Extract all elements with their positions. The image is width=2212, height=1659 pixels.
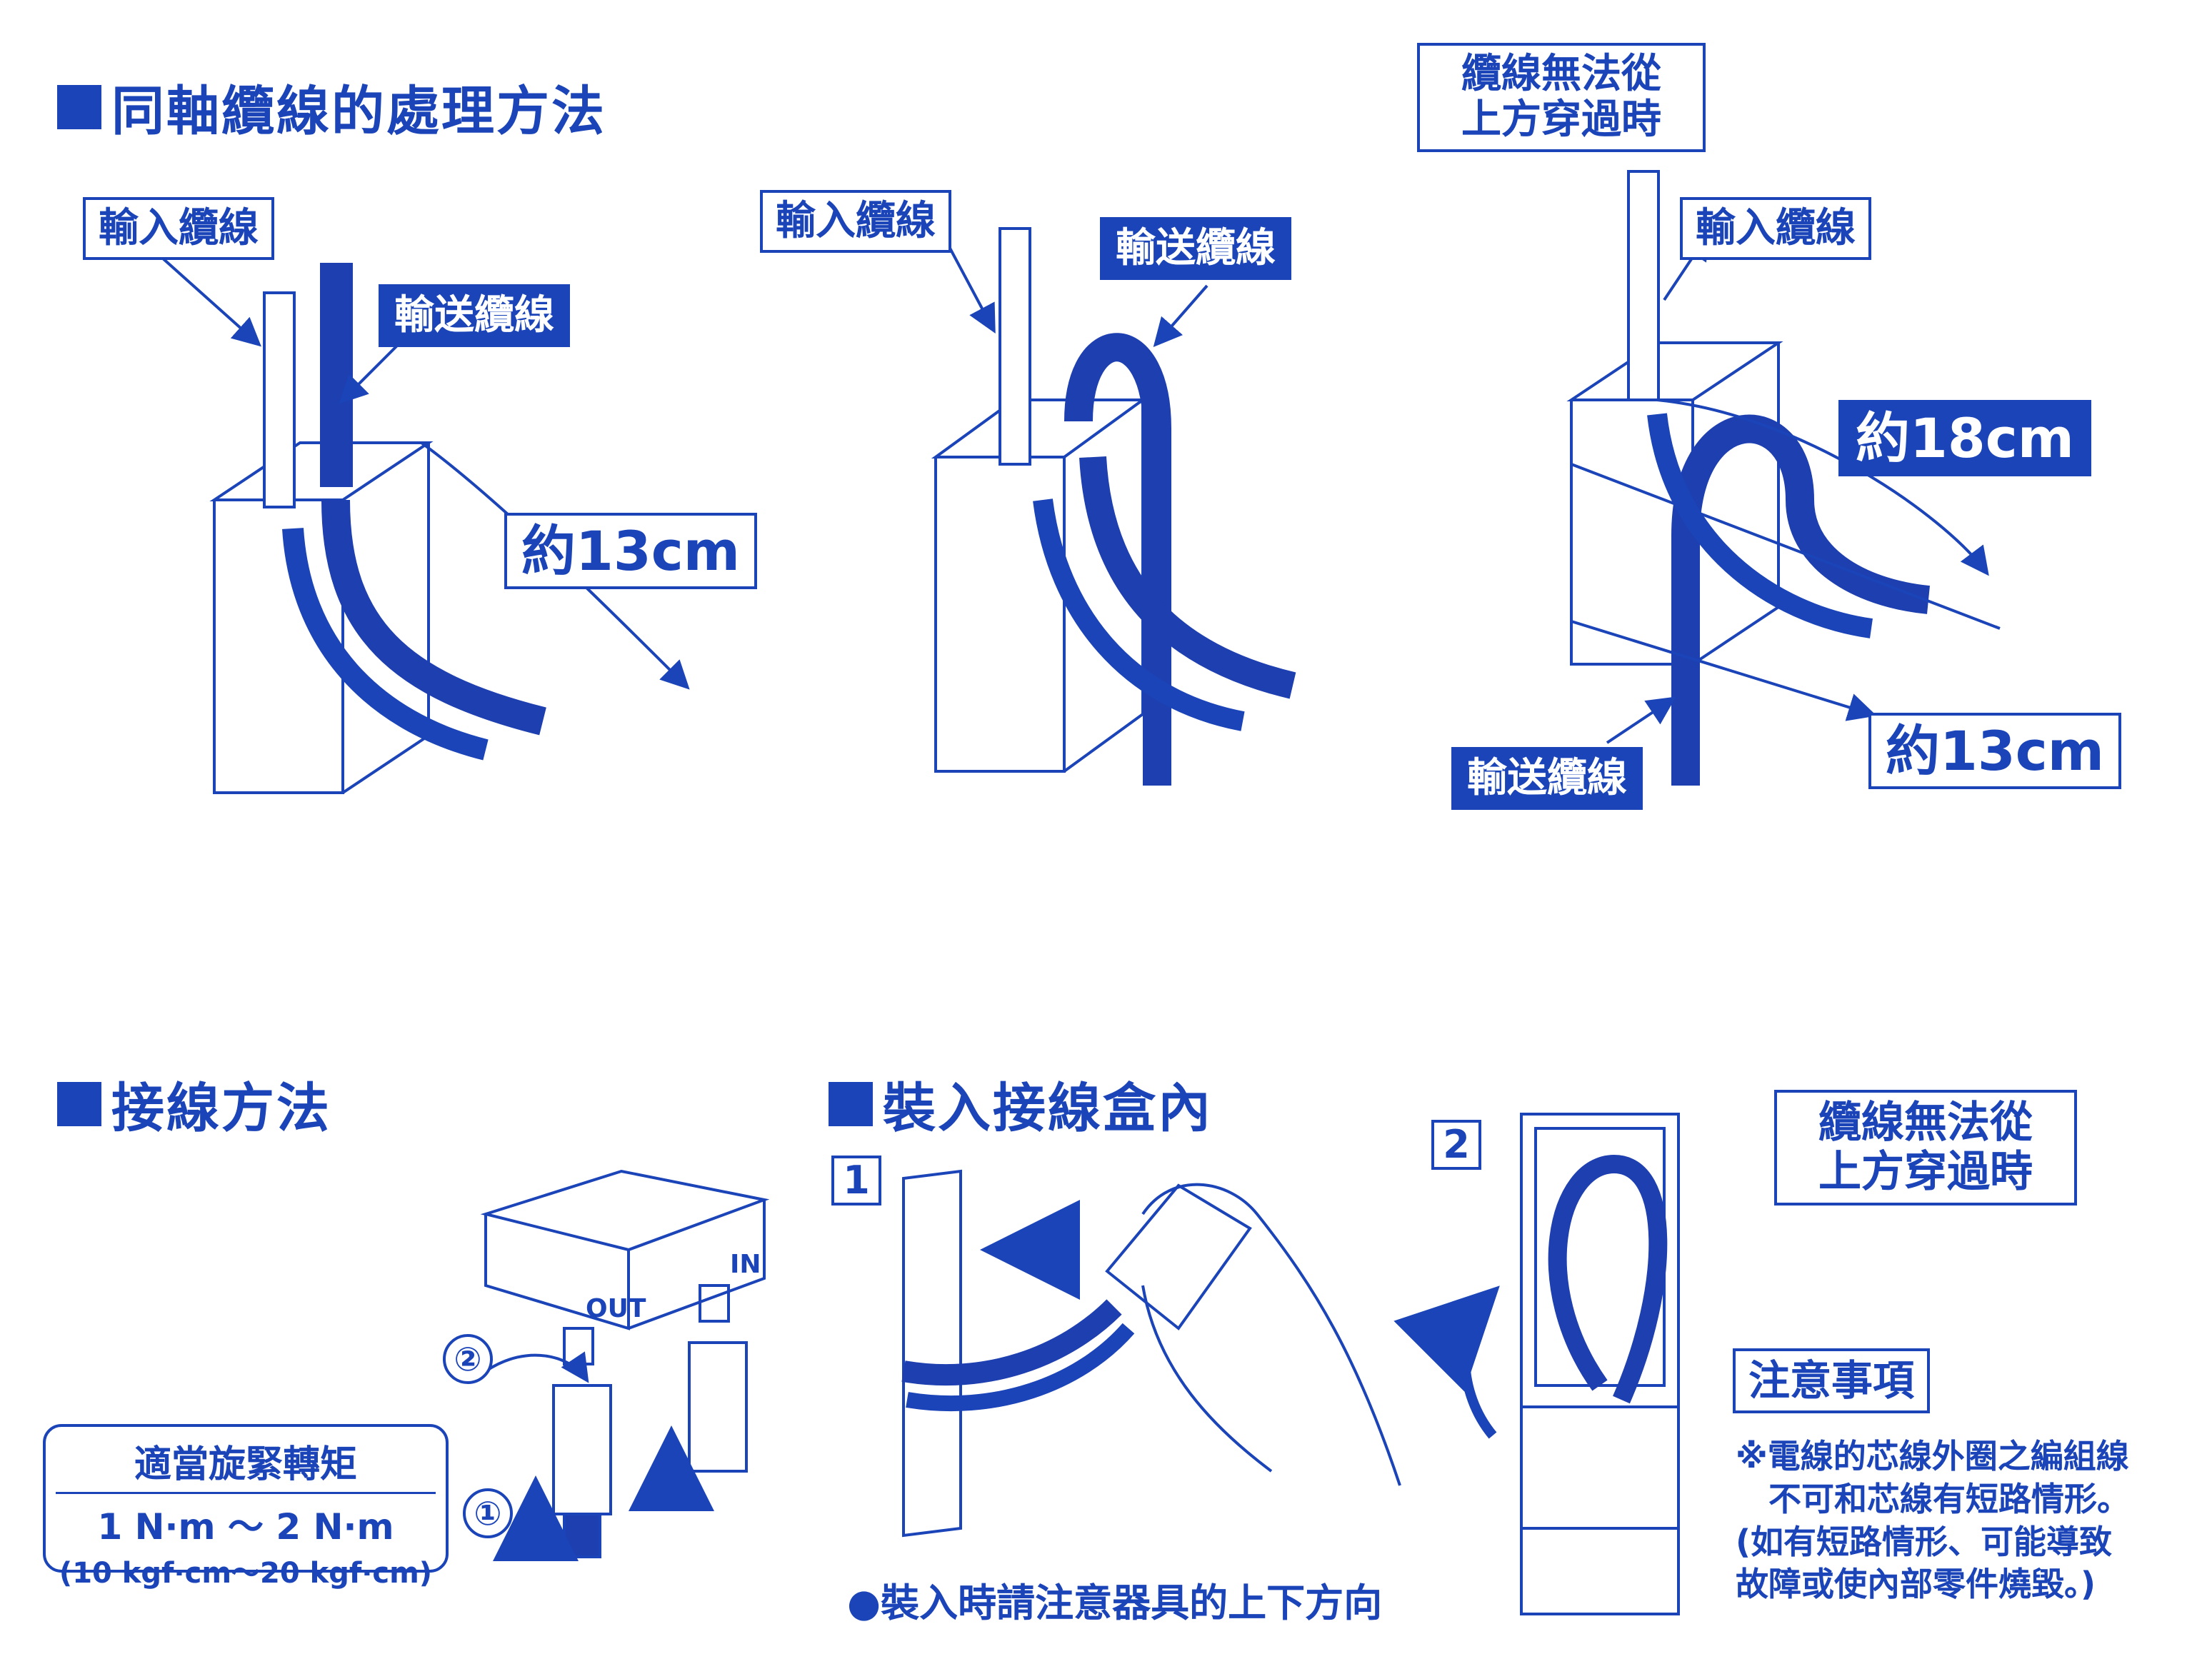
fig3-drawing	[1566, 170, 2001, 786]
fig3-length-label: 約13cm	[1868, 713, 2122, 790]
port-in-label: IN	[730, 1250, 761, 1279]
fig2-output-loop	[1064, 333, 1171, 786]
step2-plate	[1520, 1113, 1680, 1615]
connector-in	[688, 1341, 748, 1473]
fig2-input-label: 輸入纜線	[760, 190, 951, 254]
section-title-install: 裝入接線盒內	[829, 1066, 1213, 1142]
fig3-loop-length-label: 約18cm	[1838, 400, 2092, 477]
fig1-drawing	[120, 220, 690, 794]
section-title-text: 裝入接線盒內	[883, 1078, 1213, 1139]
fig2-input-cable	[999, 227, 1031, 466]
fig3-note-label: 纜線無法從 上方穿過時	[1417, 43, 1706, 152]
torque-value-alt: (10 kgf·cm～20 kgf·cm)	[59, 1557, 433, 1590]
fig1-input-cable	[263, 291, 296, 508]
caution-title: 注意事項	[1733, 1348, 1931, 1413]
connector-out	[552, 1384, 612, 1515]
step2-drawing	[1393, 1113, 1680, 1615]
hand	[1141, 1183, 1401, 1486]
fig1-output-bend	[321, 499, 546, 736]
square-bullet-icon	[57, 1081, 101, 1126]
section-title-text: 同軸纜線的處理方法	[111, 81, 606, 142]
install-note-label: 纜線無法從 上方穿過時	[1774, 1090, 2077, 1206]
fig1-input-bend	[282, 528, 489, 761]
step2-device	[1520, 1405, 1680, 1530]
section-title-connect: 接線方法	[57, 1066, 331, 1142]
install-step-1-number: 1	[831, 1156, 881, 1206]
splitter-body	[480, 1169, 770, 1330]
square-bullet-icon	[57, 84, 101, 129]
square-bullet-icon	[829, 1081, 873, 1126]
torque-box: 適當旋緊轉矩 1 N·m ～ 2 N·m (10 kgf·cm～20 kgf·c…	[43, 1424, 449, 1590]
fig1-output-cable	[320, 263, 353, 487]
fig1-output-label: 輸送纜線	[379, 284, 570, 348]
step2-cable-loop	[1548, 1154, 1668, 1404]
direction-note: ●裝入時請注意器具的上下方向	[847, 1580, 1383, 1625]
fig3-input-label: 輸入纜線	[1680, 197, 1871, 261]
splitter-drawing	[480, 1169, 770, 1561]
step-2-marker: ②	[443, 1334, 493, 1384]
section-title-coax: 同軸纜線的處理方法	[57, 69, 606, 145]
port-out-label: OUT	[586, 1294, 646, 1323]
device	[1105, 1183, 1252, 1330]
fig2-drawing	[931, 221, 1296, 786]
install-step-2-number: 2	[1431, 1120, 1481, 1170]
fig3-output-loop	[1671, 414, 1931, 786]
section-title-text: 接線方法	[111, 1078, 331, 1139]
fig1-length-label: 約13cm	[504, 513, 758, 590]
torque-value: 1 N·m ～ 2 N·m	[97, 1506, 394, 1548]
fig2-box	[931, 399, 1148, 773]
torque-title: 適當旋緊轉矩	[56, 1427, 436, 1494]
step1-plate	[902, 1169, 962, 1538]
fig1-input-label: 輸入纜線	[83, 197, 274, 261]
fig3-input-cable	[1627, 170, 1660, 401]
fig3-output-label: 輸送纜線	[1451, 747, 1643, 811]
step1-drawing	[901, 1169, 1401, 1538]
caution-text: ※電線的芯線外圈之編組線 不可和芯線有短路情形。 (如有短路情形、可能導致 故障…	[1736, 1437, 2130, 1604]
step-1-marker: ①	[463, 1488, 513, 1538]
fig2-output-label: 輸送纜線	[1100, 217, 1291, 281]
